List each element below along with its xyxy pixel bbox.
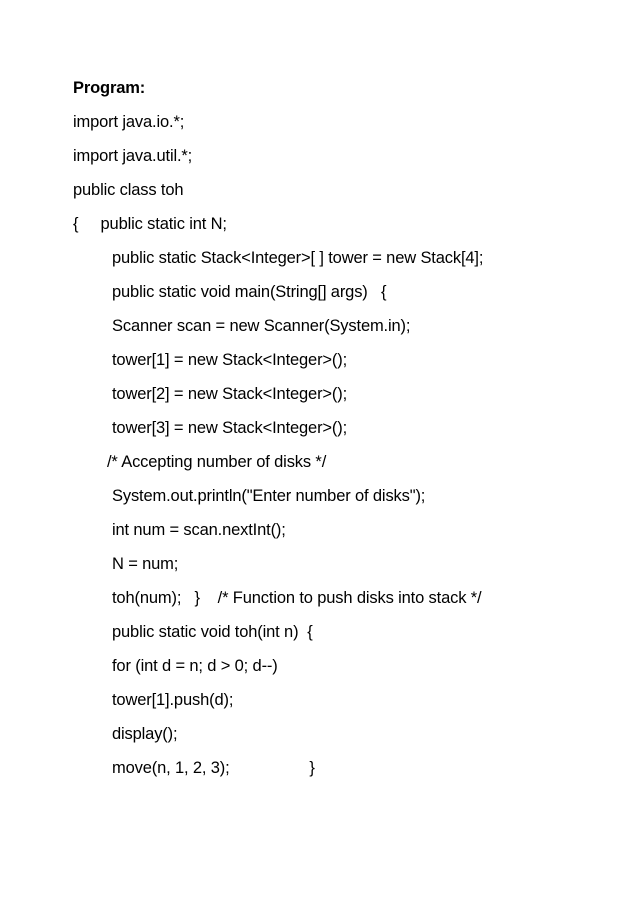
code-line: display(); bbox=[112, 725, 178, 743]
code-line: public class toh bbox=[73, 181, 184, 199]
code-line: { public static int N; bbox=[73, 215, 227, 233]
code-line: move(n, 1, 2, 3); } bbox=[112, 759, 315, 777]
code-line: int num = scan.nextInt(); bbox=[112, 521, 286, 539]
code-line: N = num; bbox=[112, 555, 179, 573]
code-line: public static void toh(int n) { bbox=[112, 623, 313, 641]
code-line: public static void main(String[] args) { bbox=[112, 283, 387, 301]
code-line: tower[1].push(d); bbox=[112, 691, 234, 709]
code-line: System.out.println("Enter number of disk… bbox=[112, 487, 426, 505]
code-line: tower[1] = new Stack<Integer>(); bbox=[112, 351, 348, 369]
code-line: Scanner scan = new Scanner(System.in); bbox=[112, 317, 411, 335]
page-title: Program: bbox=[73, 79, 146, 97]
code-line: tower[3] = new Stack<Integer>(); bbox=[112, 419, 348, 437]
code-line: import java.io.*; bbox=[73, 113, 185, 131]
code-lines: import java.io.*; import java.util.*; publ… bbox=[0, 105, 638, 785]
code-line: import java.util.*; bbox=[73, 147, 193, 165]
code-line: /* Accepting number of disks */ bbox=[107, 453, 327, 471]
code-line: tower[2] = new Stack<Integer>(); bbox=[112, 385, 348, 403]
code-line: toh(num); } /* Function to push disks in… bbox=[112, 589, 482, 607]
code-line: public static Stack<Integer>[ ] tower = … bbox=[112, 249, 484, 267]
code-line: for (int d = n; d > 0; d--) bbox=[112, 657, 278, 675]
code-listing: Program: import java.io.*; import java.ut… bbox=[0, 79, 638, 785]
